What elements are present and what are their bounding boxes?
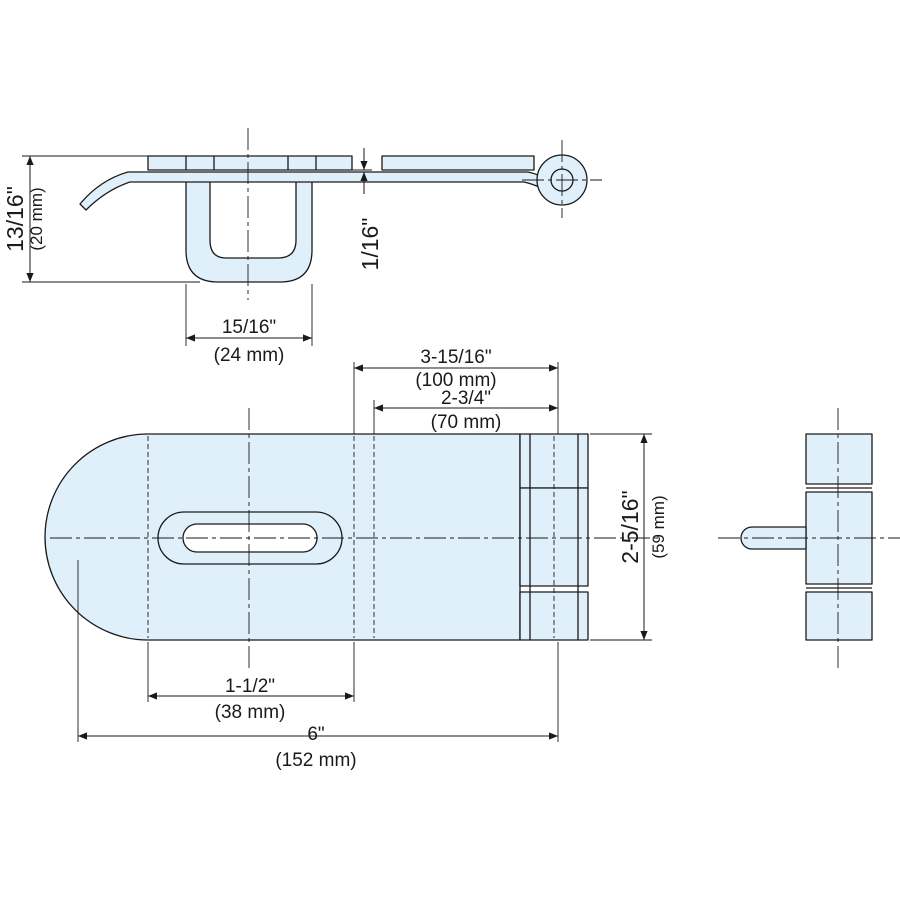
dim-hinge-to-slot-imperial: 3-15/16" — [420, 347, 491, 368]
dim-height-side-metric: (20 mm) — [27, 187, 46, 250]
staple-loop — [185, 179, 313, 283]
dim-overall-length-imperial: 6" — [307, 724, 324, 745]
dim-staple-width-metric: (24 mm) — [214, 345, 285, 366]
dim-height-side-imperial: 13/16" — [2, 186, 28, 252]
dim-hinge-to-hasp: 2-3/4" (70 mm) — [373, 388, 558, 434]
dim-width-metric: (59 mm) — [649, 495, 668, 558]
dim-overall-length-metric: (152 mm) — [275, 750, 356, 771]
dim-width: 2-5/16" (59 mm) — [590, 433, 668, 641]
dim-hinge-to-hasp-imperial: 2-3/4" — [441, 388, 491, 409]
dim-staple-width-imperial: 15/16" — [222, 317, 276, 338]
hasp-plate — [147, 155, 353, 171]
dim-hinge-to-hasp-metric: (70 mm) — [431, 412, 502, 433]
dim-slot-offset-metric: (38 mm) — [215, 702, 286, 723]
end-view — [718, 408, 900, 668]
staple-plate — [381, 155, 535, 171]
dim-overall-length: 6" (152 mm) — [77, 560, 559, 771]
side-view — [79, 128, 602, 300]
dim-width-imperial: 2-5/16" — [617, 490, 643, 563]
dim-slot-offset-imperial: 1-1/2" — [225, 676, 275, 697]
dim-thickness-imperial: 1/16" — [357, 218, 383, 271]
hasp-strap — [79, 171, 561, 211]
dim-height-side: 13/16" (20 mm) — [2, 155, 200, 283]
dim-thickness: 1/16" — [352, 148, 383, 270]
end-knuckle-top — [805, 433, 873, 485]
end-knuckle-bottom — [805, 591, 873, 641]
dim-hinge-to-slot: 3-15/16" (100 mm) — [353, 347, 559, 434]
front-view — [44, 408, 660, 668]
dim-slot-offset: 1-1/2" (38 mm) — [147, 642, 355, 723]
dim-staple-width: 15/16" (24 mm) — [185, 284, 313, 366]
dim-hinge-to-slot-metric: (100 mm) — [415, 370, 496, 391]
